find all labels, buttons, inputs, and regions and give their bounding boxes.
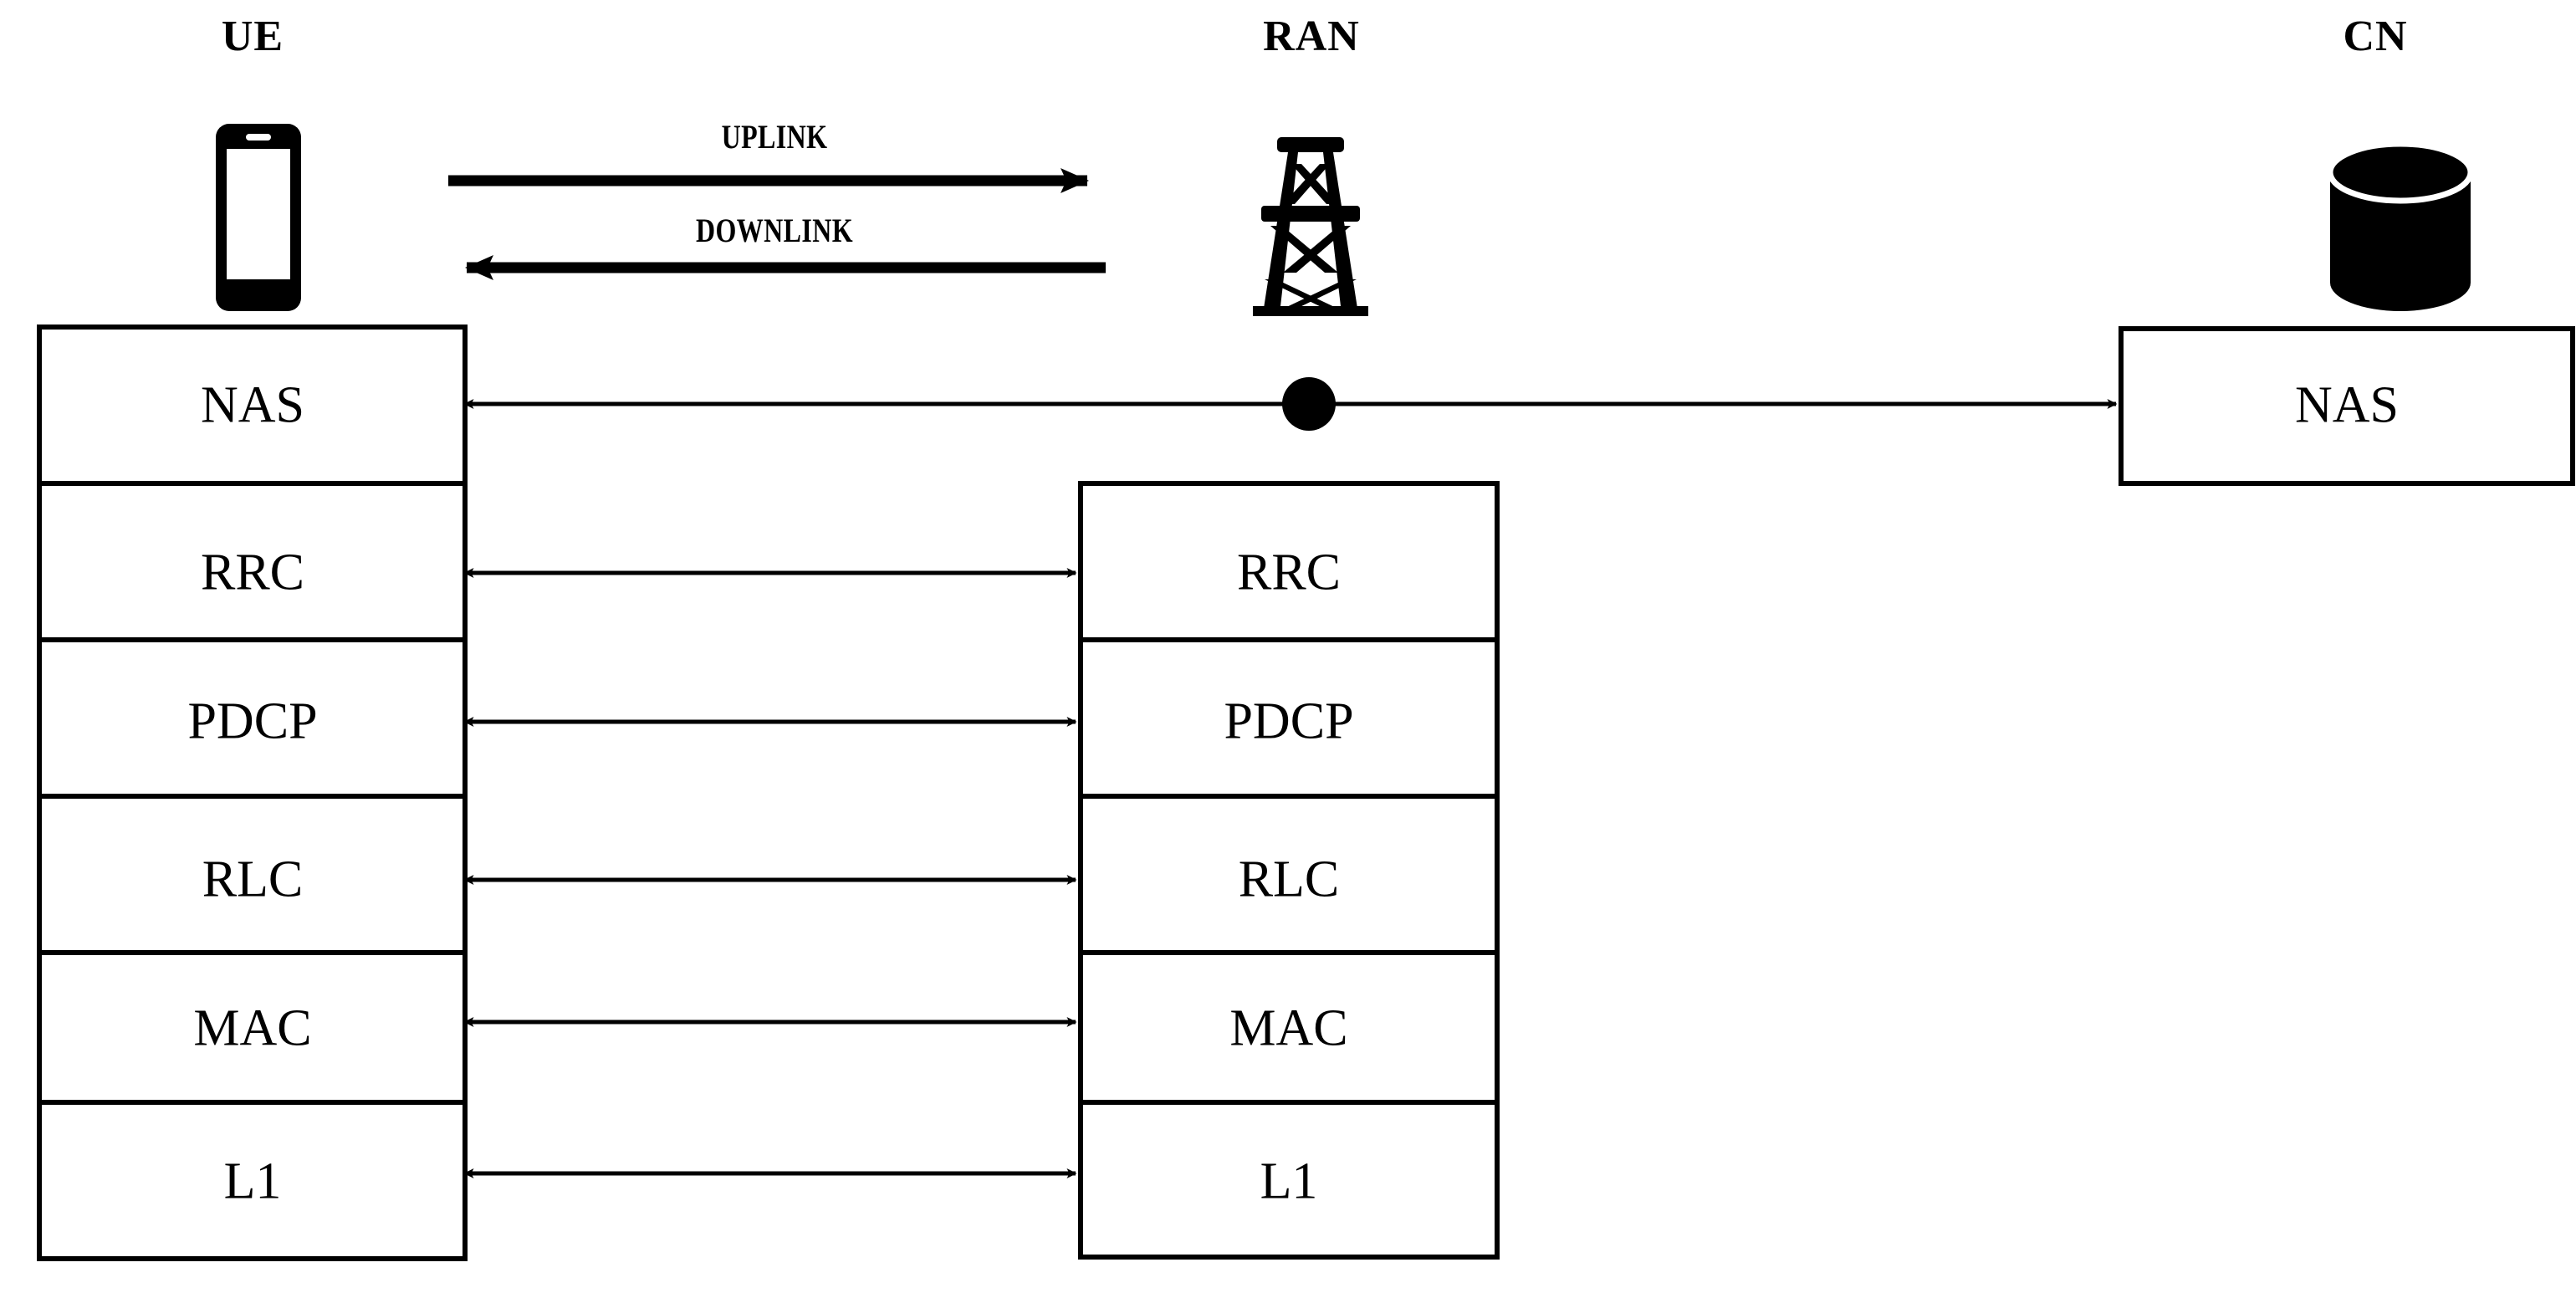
ran-layer-l1: L1 [1260,1152,1318,1210]
ue-layer-rlc: RLC [202,851,304,908]
downlink-label: DOWNLINK [695,212,854,249]
ran-layer-rlc: RLC [1238,851,1340,908]
node-title-ran: RAN [1263,13,1360,60]
ue-layer-l1: L1 [223,1152,282,1210]
uplink-label: UPLINK [721,118,828,156]
smartphone-icon [216,124,301,311]
cn-layer-nas: NAS [2294,376,2400,434]
ue-layer-rrc: RRC [200,544,305,601]
ran-layer-pdcp: PDCP [1224,692,1354,750]
database-cylinder-icon [2327,141,2474,311]
ue-layer-pdcp: PDCP [187,692,318,750]
nas-relay-dot [1282,377,1336,431]
ue-stack-boxes [37,325,468,1261]
cn-stack-boxes [2119,326,2575,486]
ran-layer-rrc: RRC [1236,544,1342,601]
cell-tower-icon [1253,137,1368,316]
ran-layer-mac: MAC [1229,999,1348,1057]
node-title-cn: CN [2343,13,2408,60]
ue-layer-nas: NAS [200,376,305,434]
ran-stack-boxes [1078,481,1500,1260]
ue-layer-mac: MAC [193,999,312,1057]
node-title-ue: UE [221,13,284,60]
